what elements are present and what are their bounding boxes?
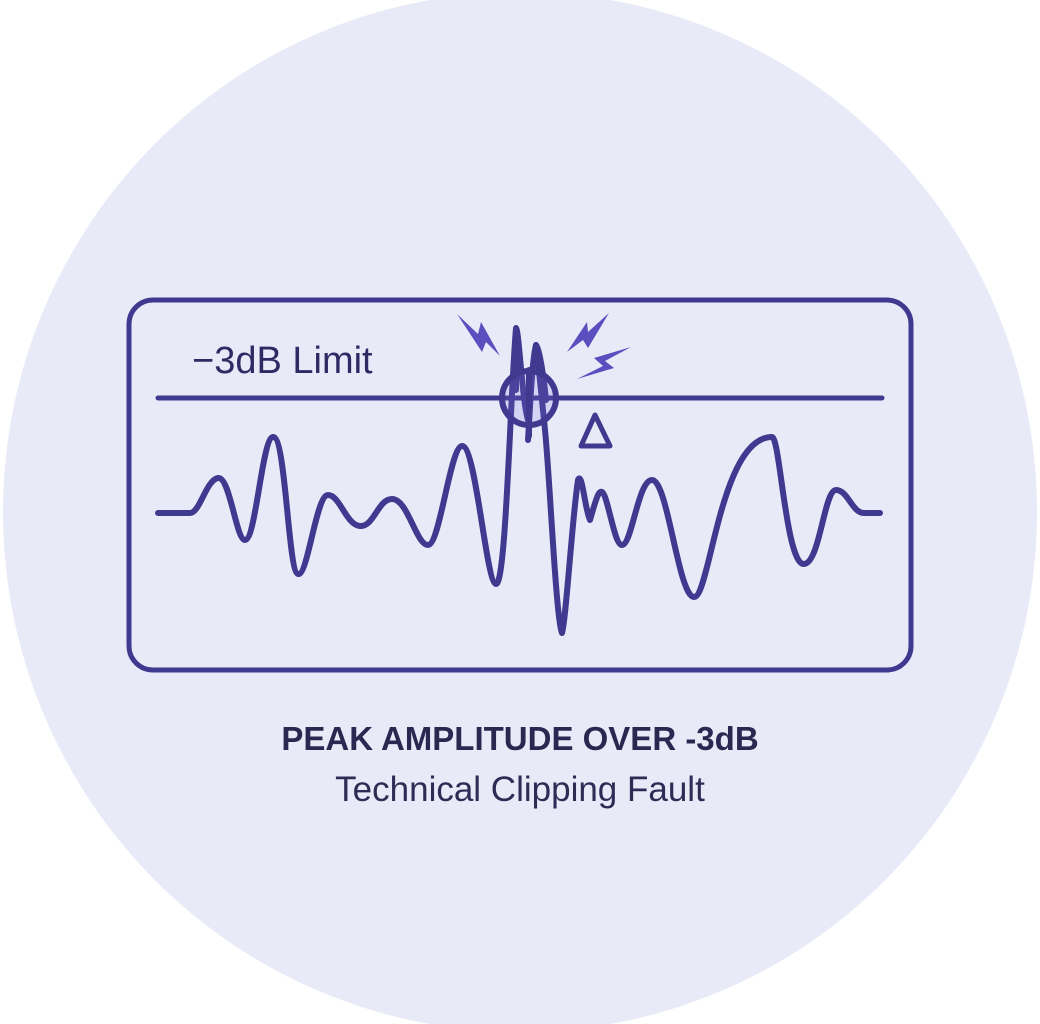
crosshair-icon (499, 367, 559, 439)
caption-title: PEAK AMPLITUDE OVER -3dB (281, 720, 759, 757)
lightning-spark-icon-left (457, 314, 500, 356)
lightning-spark-icon-right-upper (567, 313, 609, 352)
delta-triangle-icon (578, 412, 613, 449)
waveform-frame (126, 297, 914, 673)
waveform-signal (155, 325, 883, 636)
caption-subtitle: Technical Clipping Fault (335, 770, 705, 809)
limit-label: −3dB Limit (192, 340, 373, 382)
lightning-spark-icon-right-lower (577, 347, 631, 379)
